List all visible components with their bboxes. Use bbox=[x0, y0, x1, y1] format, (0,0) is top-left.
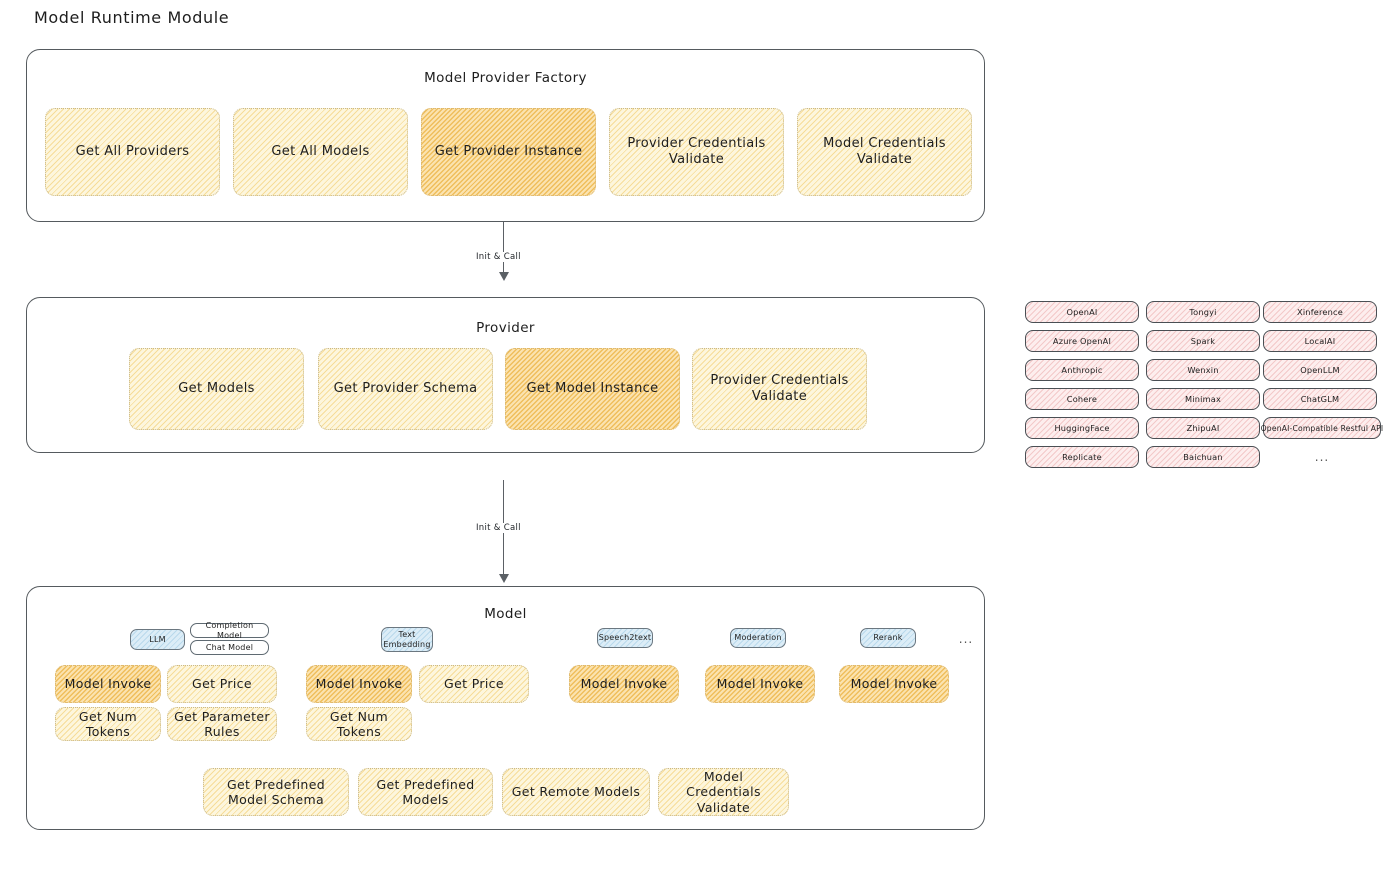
model-types-more-ellipsis: ... bbox=[958, 632, 974, 646]
provider-pill-replicate[interactable]: Replicate bbox=[1025, 446, 1139, 468]
arrow-label-init-call-1: Init & Call bbox=[472, 252, 525, 262]
provider-pill-chatglm[interactable]: ChatGLM bbox=[1263, 388, 1377, 410]
node-rerank-model-invoke[interactable]: Model Invoke bbox=[839, 665, 949, 703]
panel-model-provider-factory: Model Provider Factory Get All Providers… bbox=[26, 49, 985, 222]
provider-pill-tongyi[interactable]: Tongyi bbox=[1146, 301, 1260, 323]
provider-pill-spark[interactable]: Spark bbox=[1146, 330, 1260, 352]
node-text-embedding-get-price[interactable]: Get Price bbox=[419, 665, 529, 703]
node-llm-model-invoke[interactable]: Model Invoke bbox=[55, 665, 161, 703]
node-get-predefined-models[interactable]: Get Predefined Models bbox=[358, 768, 493, 816]
node-get-model-instance[interactable]: Get Model Instance bbox=[505, 348, 680, 430]
panel-title-model: Model bbox=[484, 606, 527, 622]
provider-pill-wenxin[interactable]: Wenxin bbox=[1146, 359, 1260, 381]
node-get-all-models[interactable]: Get All Models bbox=[233, 108, 408, 196]
panel-title-factory: Model Provider Factory bbox=[424, 70, 587, 86]
page-title: Model Runtime Module bbox=[34, 8, 230, 27]
arrow-label-init-call-2: Init & Call bbox=[472, 523, 525, 533]
node-get-all-providers[interactable]: Get All Providers bbox=[45, 108, 220, 196]
provider-pill-cohere[interactable]: Cohere bbox=[1025, 388, 1139, 410]
provider-pill-openllm[interactable]: OpenLLM bbox=[1263, 359, 1377, 381]
node-provider-credentials-validate[interactable]: Provider Credentials Validate bbox=[609, 108, 784, 196]
chip-type-speech2text[interactable]: Speech2text bbox=[597, 628, 653, 648]
provider-pill-openai-compatible-restful-api[interactable]: OpenAI-Compatible Restful API bbox=[1261, 417, 1383, 439]
provider-pill-baichuan[interactable]: Baichuan bbox=[1146, 446, 1260, 468]
node-text-embedding-get-num-tokens[interactable]: Get Num Tokens bbox=[306, 707, 412, 741]
arrow-provider-to-model-head bbox=[499, 574, 509, 583]
node-text-embedding-model-invoke[interactable]: Model Invoke bbox=[306, 665, 412, 703]
provider-pill-azure-openai[interactable]: Azure OpenAI bbox=[1025, 330, 1139, 352]
panel-title-provider: Provider bbox=[476, 320, 535, 336]
provider-pill-anthropic[interactable]: Anthropic bbox=[1025, 359, 1139, 381]
provider-pill-huggingface[interactable]: HuggingFace bbox=[1025, 417, 1139, 439]
chip-llm-chat-model[interactable]: Chat Model bbox=[190, 640, 269, 655]
chip-type-text-embedding[interactable]: Text Embedding bbox=[381, 627, 433, 652]
node-speech2text-model-invoke[interactable]: Model Invoke bbox=[569, 665, 679, 703]
node-get-predefined-model-schema[interactable]: Get Predefined Model Schema bbox=[203, 768, 349, 816]
node-get-provider-schema[interactable]: Get Provider Schema bbox=[318, 348, 493, 430]
node-provider-credentials-validate-2[interactable]: Provider Credentials Validate bbox=[692, 348, 867, 430]
chip-type-moderation[interactable]: Moderation bbox=[730, 628, 786, 648]
chip-type-rerank[interactable]: Rerank bbox=[860, 628, 916, 648]
node-get-models[interactable]: Get Models bbox=[129, 348, 304, 430]
node-get-remote-models[interactable]: Get Remote Models bbox=[502, 768, 650, 816]
provider-list-more-ellipsis: ... bbox=[1314, 450, 1330, 464]
panel-provider: Provider Get Models Get Provider Schema … bbox=[26, 297, 994, 462]
provider-pill-xinference[interactable]: Xinference bbox=[1263, 301, 1377, 323]
provider-pill-openai[interactable]: OpenAI bbox=[1025, 301, 1139, 323]
arrow-factory-to-provider-head bbox=[499, 272, 509, 281]
provider-pill-localai[interactable]: LocalAI bbox=[1263, 330, 1377, 352]
chip-type-llm[interactable]: LLM bbox=[130, 629, 185, 650]
chip-llm-completion-model[interactable]: Completion Model bbox=[190, 621, 269, 640]
node-model-credentials-validate[interactable]: Model Credentials Validate bbox=[797, 108, 972, 196]
node-llm-get-parameter-rules[interactable]: Get Parameter Rules bbox=[167, 707, 277, 741]
panel-model: Model LLM Completion Model Chat Model Mo… bbox=[26, 586, 994, 839]
arrow-factory-to-provider-line bbox=[503, 222, 505, 278]
provider-pill-minimax[interactable]: Minimax bbox=[1146, 388, 1260, 410]
node-llm-get-num-tokens[interactable]: Get Num Tokens bbox=[55, 707, 161, 741]
provider-pill-zhipuai[interactable]: ZhipuAI bbox=[1146, 417, 1260, 439]
node-get-provider-instance[interactable]: Get Provider Instance bbox=[421, 108, 596, 196]
node-moderation-model-invoke[interactable]: Model Invoke bbox=[705, 665, 815, 703]
node-llm-get-price[interactable]: Get Price bbox=[167, 665, 277, 703]
node-model-credentials-validate-2[interactable]: Model Credentials Validate bbox=[658, 768, 789, 816]
